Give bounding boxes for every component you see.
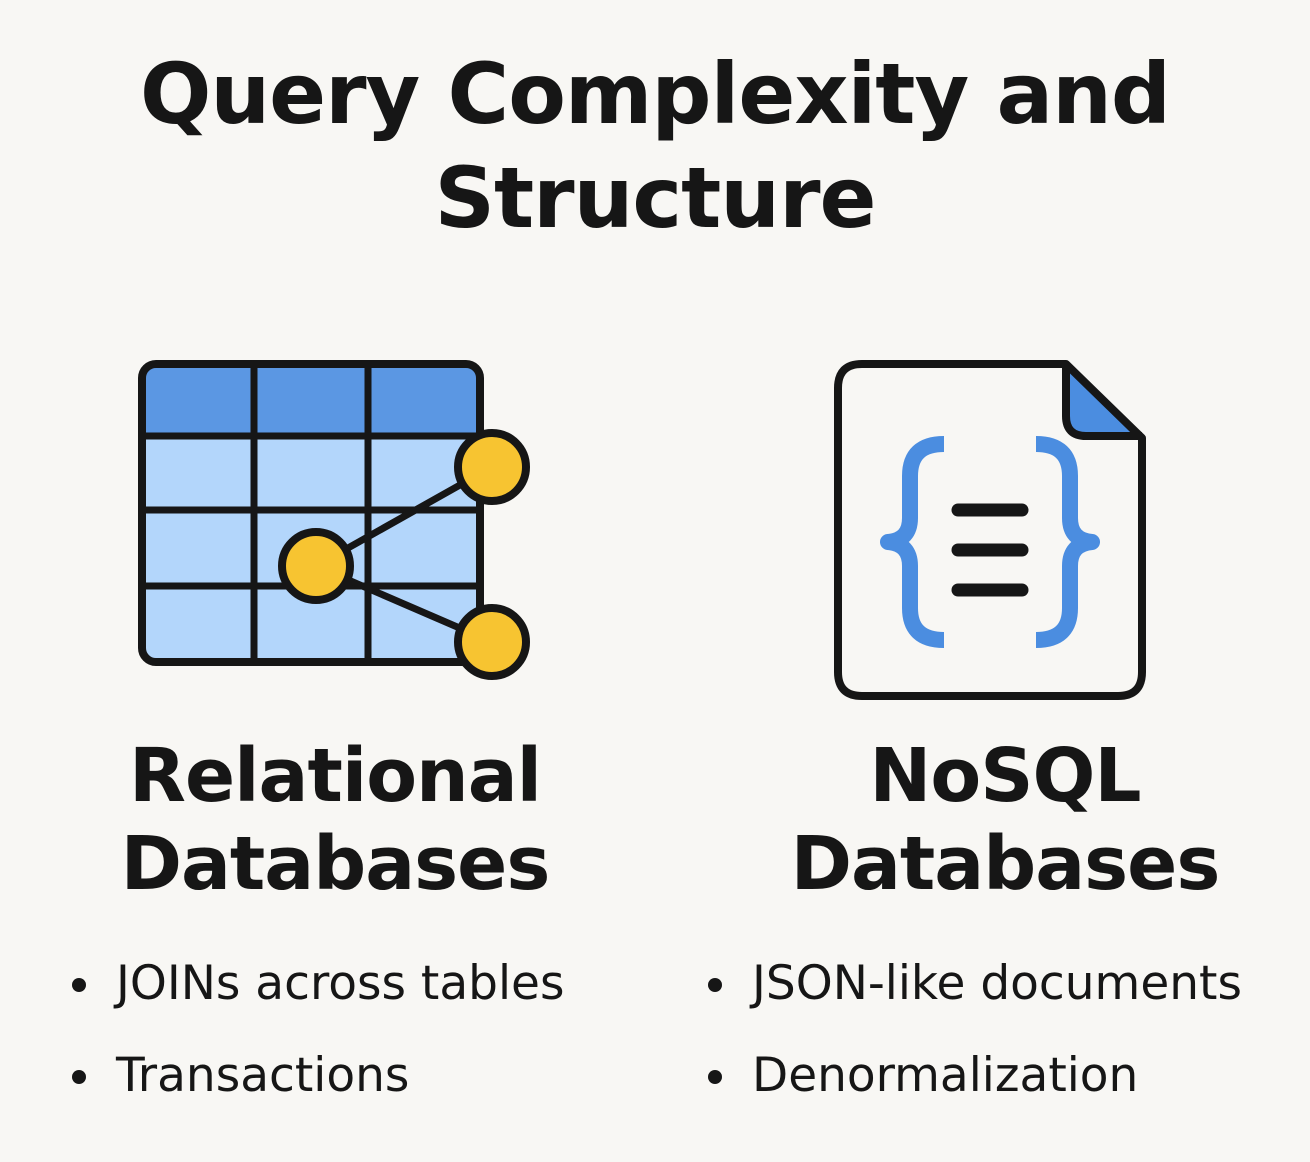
bullet-text: JOINs across tables [116, 956, 565, 1011]
relational-heading: Relational Databases [40, 732, 630, 908]
document-outline [834, 360, 1146, 700]
page-title: Query Complexity and Structure [0, 42, 1310, 250]
list-item: Transactions [72, 1030, 564, 1122]
nosql-heading-line-1: NoSQL [869, 733, 1141, 819]
right-brace-icon [1035, 436, 1100, 648]
bullet-dot-icon [72, 978, 86, 992]
page-title-line-2: Structure [434, 149, 876, 247]
list-item: JOINs across tables [72, 938, 564, 1030]
bullet-dot-icon [72, 1070, 86, 1084]
join-node-bottom [454, 604, 530, 680]
page-title-line-1: Query Complexity and [139, 45, 1171, 143]
nosql-heading-line-2: Databases [790, 821, 1221, 907]
bullet-text: Transactions [116, 1048, 410, 1103]
table-outline [138, 360, 484, 666]
bullet-dot-icon [708, 1070, 722, 1084]
relational-heading-line-2: Databases [120, 821, 551, 907]
document-text-lines [951, 503, 1029, 597]
bullet-text: JSON-like documents [752, 956, 1242, 1011]
nosql-bullet-list: JSON-like documents Denormalization [708, 938, 1242, 1122]
join-node-top [454, 429, 530, 505]
relational-bullet-list: JOINs across tables Transactions [72, 938, 564, 1122]
json-document-graphic [834, 360, 1146, 700]
relational-heading-line-1: Relational [128, 733, 542, 819]
list-item: JSON-like documents [708, 938, 1242, 1030]
bullet-dot-icon [708, 978, 722, 992]
table-header-row [142, 364, 480, 436]
left-brace-icon [880, 436, 945, 648]
document-fold-line [1062, 366, 1142, 440]
relational-table-icon [130, 352, 540, 692]
nosql-heading: NoSQL Databases [710, 732, 1300, 908]
bullet-text: Denormalization [752, 1048, 1139, 1103]
list-item: Denormalization [708, 1030, 1242, 1122]
json-document-icon [826, 352, 1156, 712]
join-node-center [278, 528, 354, 604]
relational-table-graphic [138, 360, 530, 680]
